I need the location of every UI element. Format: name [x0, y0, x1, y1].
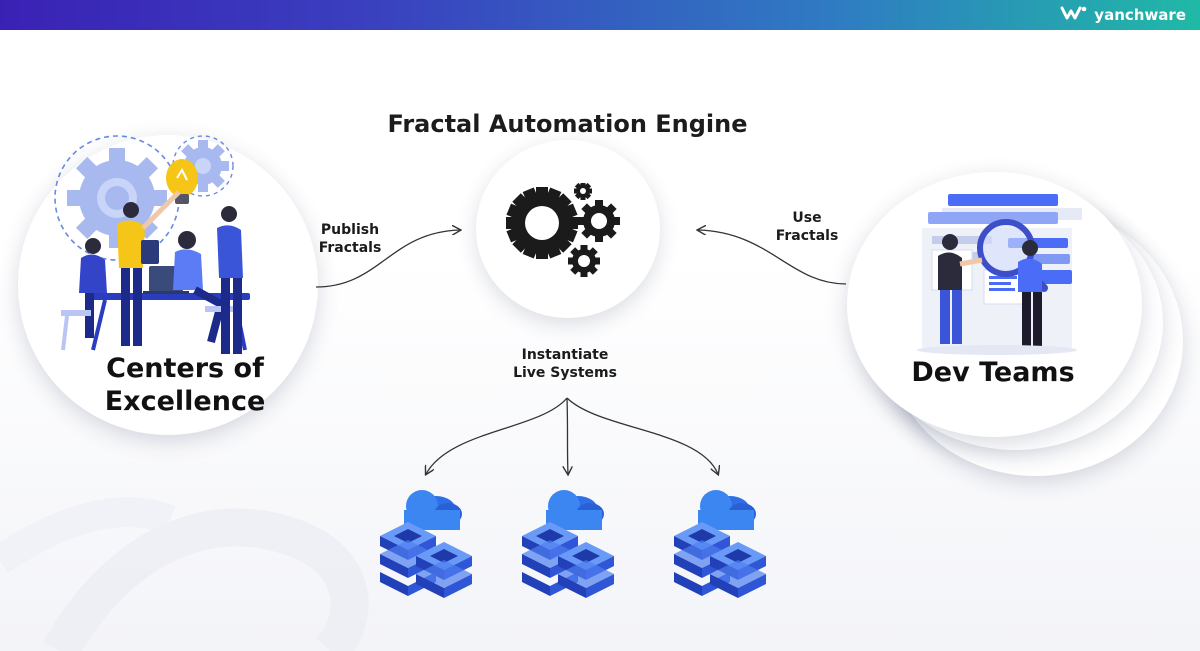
- publish-label-line1: Publish: [320, 222, 380, 238]
- yanchware-logo-icon: [1060, 5, 1088, 25]
- coe-label-line2: Excellence: [104, 386, 266, 417]
- team-meeting-illustration: [45, 128, 275, 364]
- publish-fractals-arrow: [315, 230, 460, 288]
- use-label-line1: Use: [792, 210, 822, 226]
- gears-icon: [502, 182, 632, 287]
- diagram-title: Fractal Automation Engine: [387, 110, 748, 138]
- top-bar: yanchware: [0, 0, 1200, 30]
- use-fractals-arrow: [698, 230, 847, 285]
- dev-team-illustration: [912, 190, 1087, 362]
- use-label-line2: Fractals: [775, 228, 839, 244]
- cloud-server-stack-icon: [520, 484, 620, 618]
- instantiate-arrow-right: [566, 397, 718, 474]
- publish-label-line2: Fractals: [318, 240, 382, 256]
- brand-name: yanchware: [1094, 6, 1186, 24]
- brand[interactable]: yanchware: [1060, 4, 1186, 26]
- instantiate-label-line1: Instantiate: [521, 347, 609, 363]
- cloud-server-stack-icon: [672, 484, 772, 618]
- instantiate-live-systems-label: Instantiate Live Systems: [485, 346, 645, 382]
- coe-label-line1: Centers of: [106, 353, 264, 384]
- publish-fractals-label: Publish Fractals: [306, 221, 394, 257]
- instantiate-arrow-center: [567, 397, 568, 474]
- instantiate-label-line2: Live Systems: [513, 365, 617, 381]
- cloud-server-stack-icon: [378, 484, 478, 618]
- instantiate-arrow-left: [426, 397, 568, 474]
- centers-of-excellence-label: Centers of Excellence: [70, 352, 300, 418]
- dev-teams-label: Dev Teams: [911, 357, 1075, 388]
- use-fractals-label: Use Fractals: [764, 209, 850, 245]
